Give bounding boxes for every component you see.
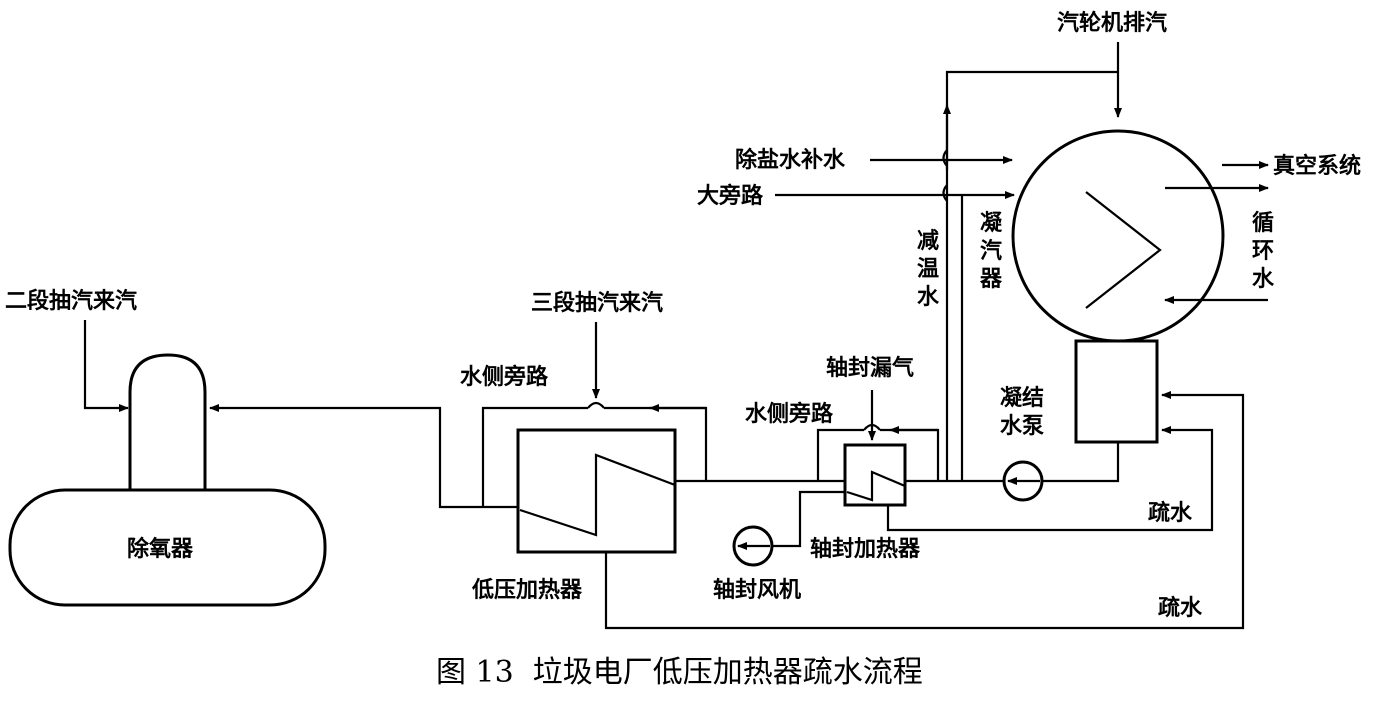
piping	[83, 42, 1269, 630]
label-turbine-exhaust: 汽轮机排汽	[1057, 10, 1167, 36]
label-desuperheat-water-2: 温	[917, 257, 939, 282]
label-condenser-1: 凝	[980, 210, 1003, 236]
label-water-bypass-gland: 水侧旁路	[745, 401, 834, 427]
label-circ-water-1: 循	[1252, 210, 1274, 236]
label-gland-leak: 轴封漏气	[826, 355, 914, 381]
label-main-bypass: 大旁路	[697, 183, 764, 209]
label-condenser-2: 汽	[980, 238, 1002, 264]
label-lp-heater: 低压加热器	[471, 577, 583, 603]
condensate-pump	[1002, 460, 1044, 502]
label-cond-pump-2: 水泵	[1000, 414, 1044, 439]
label-deaerator: 除氧器	[127, 536, 194, 562]
figure-caption: 图 13 垃圾电厂低压加热器疏水流程	[436, 655, 923, 690]
label-gland-heater: 轴封加热器	[810, 536, 921, 562]
label-condenser-3: 器	[979, 267, 1003, 292]
gland-fan-symbol	[732, 525, 774, 567]
deaerator-tank	[8, 353, 327, 607]
label-gland-fan: 轴封风机	[713, 577, 801, 603]
label-cond-pump-1: 凝结	[1000, 385, 1044, 411]
label-demin-makeup: 除盐水补水	[735, 147, 846, 173]
label-desuperheat-water-1: 减	[917, 228, 939, 254]
label-water-bypass-lp: 水侧旁路	[460, 364, 549, 390]
lp-heater	[516, 428, 677, 554]
gland-heater	[843, 443, 907, 507]
condenser	[1011, 129, 1225, 444]
label-circ-water-2: 环	[1252, 239, 1274, 264]
label-circ-water-3: 水	[1252, 267, 1275, 292]
label-stage2-extraction: 二段抽汽来汽	[5, 288, 137, 314]
label-stage3-extraction: 三段抽汽来汽	[531, 290, 663, 316]
label-drain-1: 疏水	[1148, 500, 1193, 526]
label-desuperheat-water-3: 水	[917, 285, 940, 310]
label-drain-2: 疏水	[1158, 595, 1203, 621]
label-vacuum-system: 真空系统	[1273, 153, 1361, 179]
